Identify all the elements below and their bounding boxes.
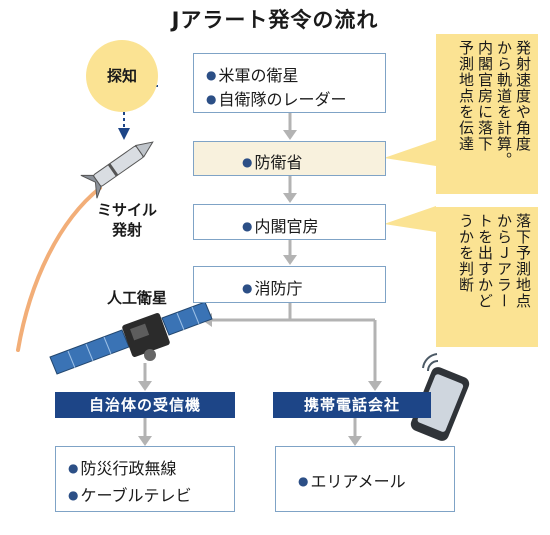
cable-tv-label: ケーブルテレビ	[80, 486, 192, 505]
local-gov-item: ●防災行政無線	[68, 455, 177, 479]
mod-note-line-2: から軌道を計算。	[495, 40, 513, 168]
satellite-label: 人工衛星	[106, 289, 167, 307]
cabinet-note-text: 落下予測地点 からＪアラー トを出すかど うかを判断	[456, 213, 532, 341]
detect-label: 探知	[106, 67, 137, 85]
mod-note-line-1: 発射速度や角度	[514, 40, 532, 152]
mod-note: 発射速度や角度 から軌道を計算。 内閣官房に落下 予測地点を伝達	[436, 34, 538, 194]
page-title: Jアラート発令の流れ	[171, 8, 379, 32]
source-item-sdf-radar: 自衛隊のレーダー	[218, 90, 347, 109]
detection-arrowhead	[118, 128, 130, 140]
mod-note-pointer	[384, 140, 436, 166]
bullet-icon: ●	[242, 219, 253, 233]
area-mail-label: エリアメール	[310, 472, 406, 491]
bullet-icon: ●	[242, 281, 253, 295]
mobile-box: ●エリアメール	[275, 446, 455, 512]
bullet-icon: ●	[242, 155, 253, 169]
mobile-carrier-band: 携帯電話会社	[273, 392, 431, 418]
missile-trail	[16, 186, 102, 352]
cabinet-note-line-4: うかを判断	[457, 213, 475, 293]
mod-label: 防衛省	[254, 153, 303, 172]
cabinet-label: 内閣官房	[254, 217, 319, 236]
local-gov-box: ●防災行政無線 ●ケーブルテレビ	[55, 446, 235, 512]
fire-agency-item: ●消防庁	[242, 275, 303, 299]
mod-note-line-3: 内閣官房に落下	[476, 40, 494, 152]
cabinet-note-line-2: からＪアラー	[495, 213, 513, 309]
source-item: ●自衛隊のレーダー	[206, 86, 347, 110]
bullet-icon: ●	[298, 474, 309, 488]
cabinet-item: ●内閣官房	[242, 213, 319, 237]
fire-agency-box: ●消防庁	[193, 266, 386, 303]
bullet-icon: ●	[206, 68, 217, 82]
source-item: ●米軍の衛星	[206, 62, 299, 86]
disaster-radio-label: 防災行政無線	[80, 459, 177, 478]
detect-circle: 探知	[86, 40, 158, 112]
mod-note-line-4: 予測地点を伝達	[457, 40, 475, 152]
bullet-icon: ●	[68, 488, 79, 502]
bullet-icon: ●	[68, 461, 79, 475]
cabinet-box: ●内閣官房	[193, 204, 386, 240]
cabinet-note-line-1: 落下予測地点	[514, 213, 532, 309]
missile-launch-label: ミサイル 発射	[97, 200, 157, 240]
fire-agency-label: 消防庁	[254, 279, 303, 298]
missile-icon	[80, 141, 154, 199]
cabinet-note-line-3: トを出すかど	[476, 213, 494, 309]
mod-box: ●防衛省	[193, 141, 386, 176]
local-gov-item: ●ケーブルテレビ	[68, 482, 192, 506]
cabinet-note-pointer	[384, 206, 436, 232]
missile-label-line-2: 発射	[111, 221, 142, 239]
mobile-item: ●エリアメール	[298, 468, 406, 492]
flow-connectors	[138, 112, 382, 446]
mod-note-text: 発射速度や角度 から軌道を計算。 内閣官房に落下 予測地点を伝達	[456, 40, 532, 190]
source-box: ●米軍の衛星 ●自衛隊のレーダー	[193, 53, 386, 113]
bullet-icon: ●	[206, 92, 217, 106]
local-gov-receiver-band: 自治体の受信機	[55, 392, 235, 418]
cabinet-note: 落下予測地点 からＪアラー トを出すかど うかを判断	[436, 207, 538, 347]
source-item-us-satellite: 米軍の衛星	[218, 66, 299, 85]
missile-label-line-1: ミサイル	[97, 201, 158, 219]
mod-item: ●防衛省	[242, 149, 303, 173]
satellite-icon	[49, 301, 213, 375]
